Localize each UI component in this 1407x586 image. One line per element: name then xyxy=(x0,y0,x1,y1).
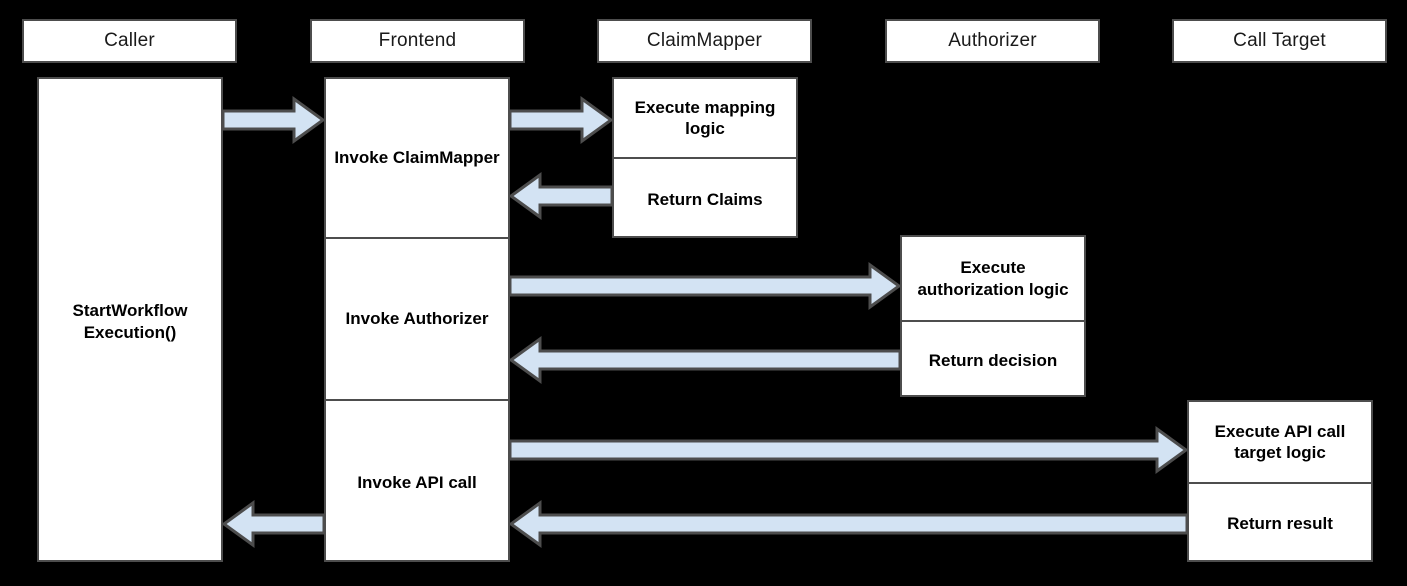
lane-header-authorizer: Authorizer xyxy=(885,19,1100,63)
arrow-authorizer-to-frontend xyxy=(508,336,902,384)
arrow-calltarget-to-frontend xyxy=(508,500,1189,548)
cell-frontend-invoke-apicall: Invoke API call xyxy=(326,399,508,564)
cell-claimmapper-return: Return Claims xyxy=(614,157,796,240)
activation-caller: StartWorkflow Execution() xyxy=(37,77,223,562)
cell-claimmapper-execute: Execute mapping logic xyxy=(634,97,776,138)
activation-calltarget: Execute API call target logic Return res… xyxy=(1187,400,1373,562)
cell-calltarget-return: Return result xyxy=(1189,482,1371,564)
cell-caller-start: StartWorkflow Execution() xyxy=(72,301,188,342)
arrow-frontend-to-authorizer xyxy=(508,262,902,310)
cell-frontend-invoke-claimmapper: Invoke ClaimMapper xyxy=(334,148,500,168)
arrow-caller-to-frontend xyxy=(221,96,326,144)
activation-claimmapper: Execute mapping logic Return Claims xyxy=(612,77,798,238)
cell-authorizer-execute: Execute authorization logic xyxy=(917,258,1069,299)
lane-header-claimmapper: ClaimMapper xyxy=(597,19,812,63)
arrow-frontend-to-claimmapper xyxy=(508,96,614,144)
cell-calltarget-execute: Execute API call target logic xyxy=(1214,421,1346,462)
lane-header-frontend: Frontend xyxy=(310,19,525,63)
lane-header-caller: Caller xyxy=(22,19,237,63)
arrow-frontend-to-calltarget xyxy=(508,426,1189,474)
lane-header-calltarget: Call Target xyxy=(1172,19,1387,63)
arrow-claimmapper-to-frontend xyxy=(508,172,614,220)
cell-frontend-invoke-authorizer: Invoke Authorizer xyxy=(326,237,508,399)
cell-authorizer-return: Return decision xyxy=(902,320,1084,399)
activation-frontend: Invoke ClaimMapper Invoke Authorizer Inv… xyxy=(324,77,510,562)
activation-authorizer: Execute authorization logic Return decis… xyxy=(900,235,1086,397)
arrow-frontend-to-caller xyxy=(221,500,326,548)
